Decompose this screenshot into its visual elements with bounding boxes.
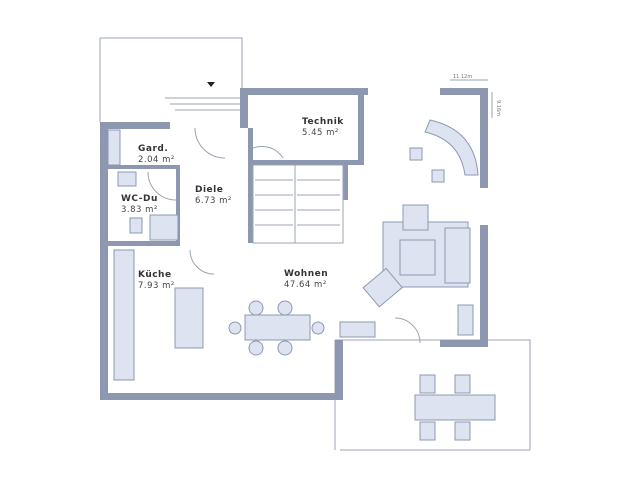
svg-text:WC-Du: WC-Du xyxy=(121,194,158,204)
svg-text:2.04 m²: 2.04 m² xyxy=(138,155,175,165)
svg-text:5.45 m²: 5.45 m² xyxy=(302,128,339,138)
dimension-width: 11.12m xyxy=(453,74,472,80)
furniture xyxy=(107,119,496,441)
room-wc-du: WC-Du 3.83 m² xyxy=(121,194,158,215)
room-garderobe: Gard. 2.04 m² xyxy=(138,144,175,165)
svg-text:3.83 m²: 3.83 m² xyxy=(121,205,158,215)
svg-text:Diele: Diele xyxy=(195,185,223,195)
entrance-arrow-icon xyxy=(207,82,215,87)
svg-text:Technik: Technik xyxy=(302,117,344,127)
svg-text:47.64 m²: 47.64 m² xyxy=(284,280,327,290)
staircase xyxy=(252,164,344,244)
room-technik: Technik 5.45 m² xyxy=(302,117,344,138)
svg-text:Gard.: Gard. xyxy=(138,144,168,154)
room-diele: Diele 6.73 m² xyxy=(195,185,232,206)
svg-text:Küche: Küche xyxy=(138,270,172,280)
room-wohnen: Wohnen 47.64 m² xyxy=(284,269,328,290)
svg-text:7.93 m²: 7.93 m² xyxy=(138,281,175,291)
walls xyxy=(100,88,488,400)
doors xyxy=(147,127,421,344)
svg-text:Wohnen: Wohnen xyxy=(284,269,328,279)
site-lines xyxy=(99,37,531,451)
svg-text:6.73 m²: 6.73 m² xyxy=(195,196,232,206)
room-kueche: Küche 7.93 m² xyxy=(138,270,175,291)
dimension-depth: 9.16m xyxy=(495,100,501,116)
